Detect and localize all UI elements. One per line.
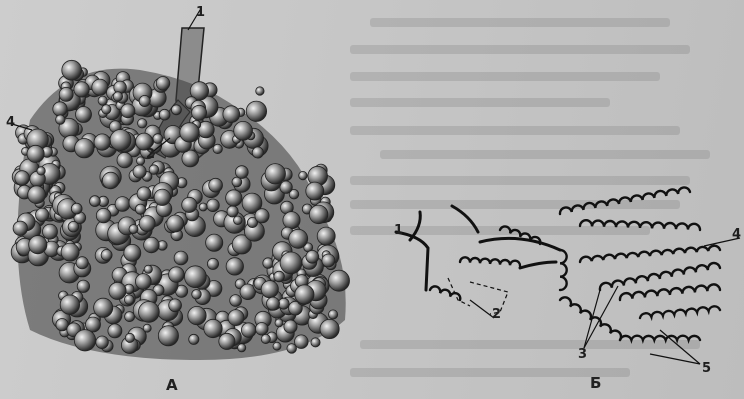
alveolar-outline bbox=[580, 220, 700, 230]
alveolar-outline bbox=[430, 286, 460, 300]
alveolar-outline bbox=[560, 297, 621, 340]
label-b-1: 1 bbox=[394, 224, 403, 237]
label-b-2: 2 bbox=[492, 308, 501, 321]
alveolar-outline bbox=[620, 336, 700, 340]
label-b-5: 5 bbox=[702, 362, 711, 375]
label-a-1: 1 bbox=[196, 6, 205, 19]
alveolar-outline bbox=[460, 257, 520, 266]
label-a-4: 4 bbox=[6, 116, 15, 129]
alveolar-outline bbox=[560, 250, 567, 290]
label-b-4: 4 bbox=[732, 228, 741, 241]
alveolar-outline bbox=[620, 284, 720, 300]
caption-b: Б bbox=[590, 374, 601, 392]
caption-a: A bbox=[166, 376, 178, 394]
alveolar-outline bbox=[560, 187, 690, 214]
label-a-2: 2 bbox=[146, 148, 155, 161]
alveolar-outline bbox=[640, 306, 720, 318]
label-b-3: 3 bbox=[578, 348, 587, 361]
alveolar-outline bbox=[580, 246, 720, 262]
